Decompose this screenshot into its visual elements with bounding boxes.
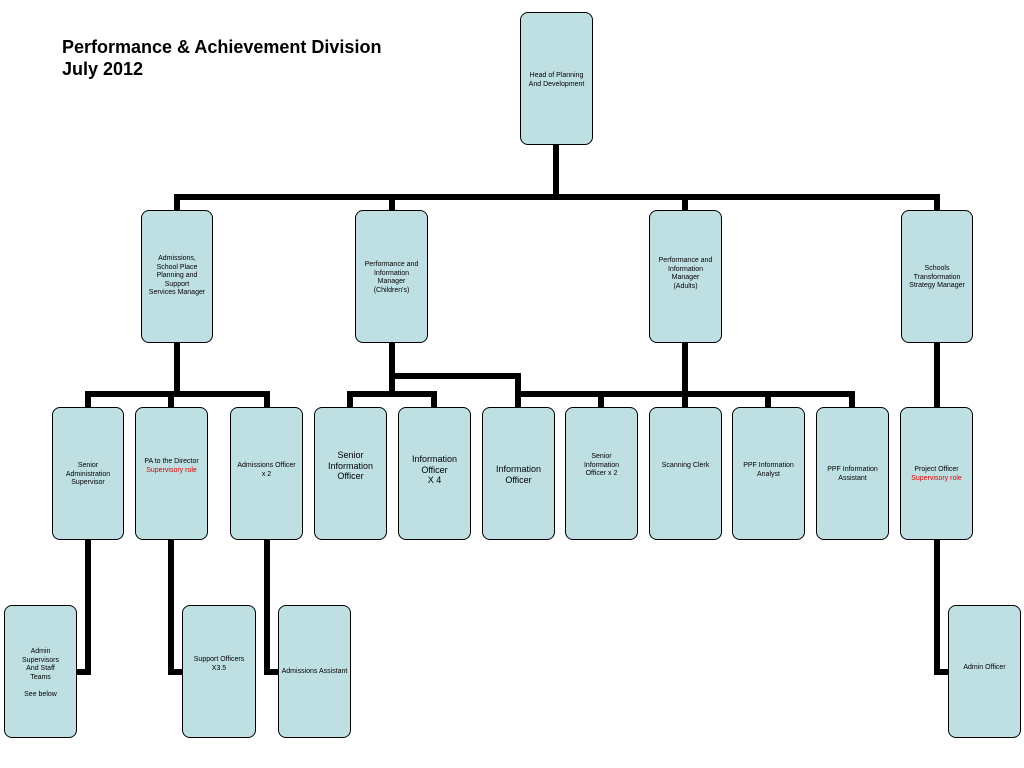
stsm-label: Schools Transformation Strategy Manager [909, 265, 965, 289]
ppf-analyst-box: PPF Information Analyst [732, 407, 805, 540]
scanning-clerk-label: Scanning Clerk [661, 462, 710, 469]
senior-admin-supervisor-label: Senior Administration Supervisor [65, 462, 111, 486]
admissions-officer-box: Admissions Officer x 2 [230, 407, 303, 540]
head-of-planning-box: Head of Planning And Development [520, 12, 593, 145]
connector-to-admissions-assistant [264, 537, 282, 675]
ppf-assistant-box: PPF Information Assistant [816, 407, 889, 540]
pim-children-label: Performance and Information Manager (Chi… [364, 261, 419, 294]
pa-director-note: Supervisory role [146, 466, 197, 474]
senior-admin-supervisor-box: Senior Administration Supervisor [52, 407, 124, 540]
chart-title: Performance & Achievement Division July … [62, 36, 381, 80]
info-officer-label: Information Officer [495, 464, 542, 485]
pa-director-label: PA to the Director [144, 458, 199, 465]
admin-supervisors-box: Admin Supervisors And Staff Teams See be… [4, 605, 77, 738]
project-officer-note: Supervisory role [911, 474, 962, 482]
admin-officer-label: Admin Officer [963, 664, 1006, 671]
support-officers-label: Support Officers X3.5 [193, 656, 245, 672]
admissions-assistant-label: Admissions Assistant [281, 668, 348, 675]
ppf-analyst-label: PPF Information Analyst [743, 462, 794, 478]
admin-officer-box: Admin Officer [948, 605, 1021, 738]
project-officer-label: Project Officer [914, 466, 959, 473]
admissions-assistant-box: Admissions Assistant [278, 605, 351, 738]
senior-info-officer-box: Senior Information Officer [314, 407, 387, 540]
connector-to-support-officers [168, 537, 186, 675]
pim-adults-label: Performance and Information Manager (Adu… [658, 257, 713, 290]
scanning-clerk-box: Scanning Clerk [649, 407, 722, 540]
support-officers-box: Support Officers X3.5 [182, 605, 256, 738]
admissions-manager-label: Admissions, School Place Planning and Su… [148, 255, 206, 296]
info-officer-box: Information Officer [482, 407, 555, 540]
admissions-manager-box: Admissions, School Place Planning and Su… [141, 210, 213, 343]
connector-to-admin-officer [934, 537, 952, 675]
senior-info-officer-x2-box: Senior Information Officer x 2 [565, 407, 638, 540]
admin-supervisors-label: Admin Supervisors And Staff Teams See be… [22, 648, 59, 698]
title-line-2: July 2012 [62, 59, 144, 79]
stsm-box: Schools Transformation Strategy Manager [901, 210, 973, 343]
senior-info-officer-label: Senior Information Officer [327, 450, 374, 481]
info-officer-x4-box: Information Officer X 4 [398, 407, 471, 540]
connector-children-to-info-officer [389, 373, 521, 412]
senior-info-officer-x2-label: Senior Information Officer x 2 [583, 453, 620, 477]
info-officer-x4-label: Information Officer X 4 [411, 454, 458, 485]
connector-to-admin-supervisors [73, 537, 91, 675]
head-of-planning-label: Head of Planning And Development [528, 72, 585, 88]
pim-children-box: Performance and Information Manager (Chi… [355, 210, 428, 343]
project-officer-box: Project Officer Supervisory role [900, 407, 973, 540]
ppf-assistant-label: PPF Information Assistant [827, 466, 878, 482]
admissions-officer-label: Admissions Officer x 2 [237, 462, 296, 478]
title-line-1: Performance & Achievement Division [62, 37, 382, 57]
pim-adults-box: Performance and Information Manager (Adu… [649, 210, 722, 343]
pa-director-box: PA to the Director Supervisory role [135, 407, 208, 540]
